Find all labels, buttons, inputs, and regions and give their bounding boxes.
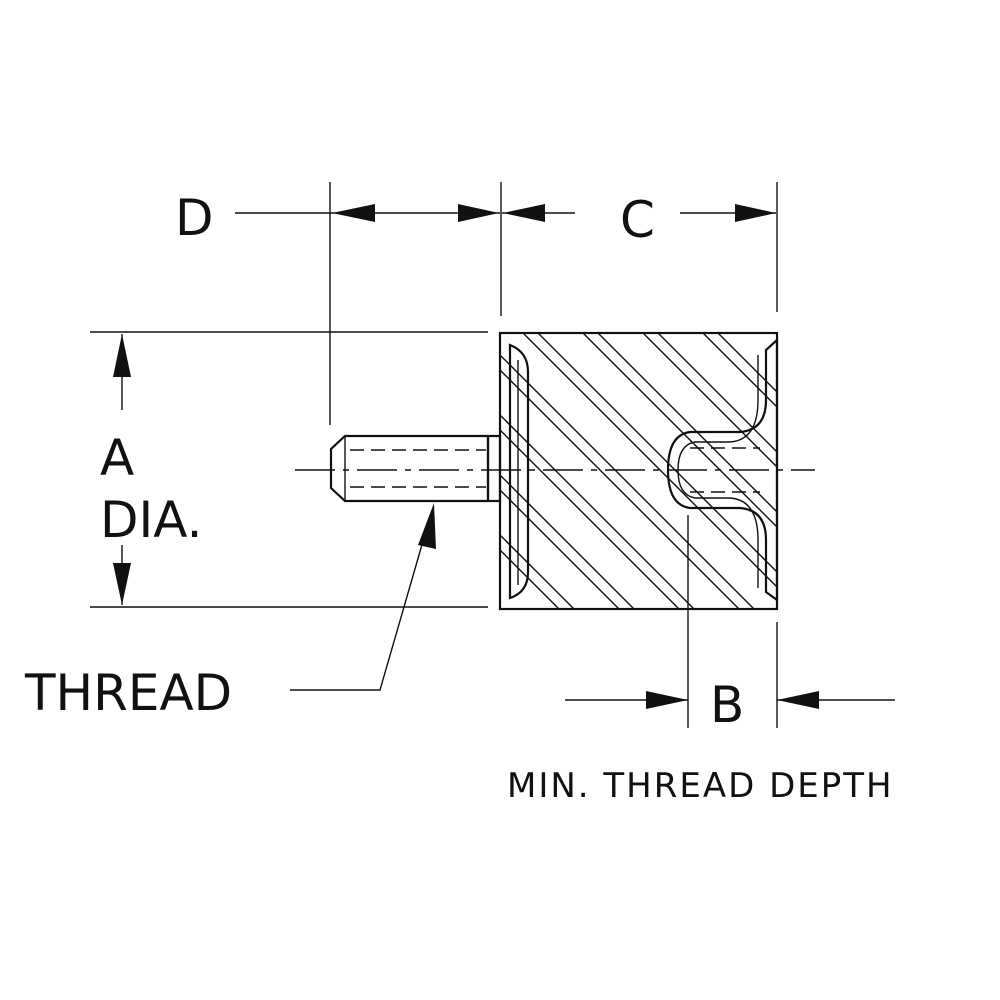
- threaded-stud: [329, 434, 502, 503]
- rubber-body: [498, 331, 779, 611]
- arrow-up-icon: [113, 334, 131, 377]
- dimension-a-dia: A DIA.: [100, 334, 202, 605]
- label-d: D: [175, 189, 214, 247]
- section-hatching: [500, 334, 777, 608]
- arrow-right-icon: [646, 691, 688, 709]
- dimension-c: C: [502, 191, 776, 249]
- label-thread: THREAD: [24, 664, 232, 722]
- extension-lines: [90, 182, 778, 728]
- label-c: C: [620, 191, 655, 249]
- dimension-b: B MIN. THREAD DEPTH: [507, 676, 895, 806]
- label-min-thread-depth: MIN. THREAD DEPTH: [507, 766, 894, 806]
- arrow-right-icon: [458, 204, 499, 222]
- dimension-d: D: [175, 189, 500, 247]
- arrow-right-icon: [735, 204, 776, 222]
- arrow-left-icon: [332, 204, 375, 222]
- arrow-up-icon: [418, 503, 436, 549]
- label-a: A: [100, 429, 134, 487]
- label-b: B: [710, 676, 744, 734]
- arrow-left-icon: [503, 204, 545, 222]
- thread-callout: THREAD: [24, 503, 436, 722]
- label-dia: DIA.: [100, 491, 202, 549]
- arrow-left-icon: [777, 691, 819, 709]
- arrow-down-icon: [113, 563, 131, 605]
